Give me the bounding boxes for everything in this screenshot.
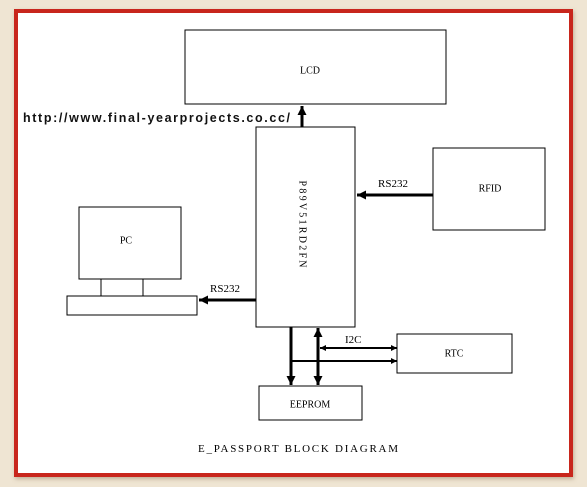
lcd-box — [184, 29, 447, 105]
pc-label: PC — [120, 236, 133, 247]
rtc-block: RTC — [396, 333, 513, 374]
rtc-link-label: I2C — [345, 334, 362, 346]
lcd-label: LCD — [300, 66, 320, 77]
pc-stand — [100, 278, 144, 297]
rtc-label: RTC — [445, 349, 464, 360]
rtc-box — [396, 333, 513, 374]
mcu-block: P89V51RD2FN — [255, 126, 356, 328]
pc-block: PC — [66, 206, 198, 316]
rfid-block: RFID — [432, 147, 546, 231]
eeprom-block: EEPROM — [258, 385, 363, 421]
eeprom-box — [258, 385, 363, 421]
watermark-url: http://www.final-yearprojects.co.cc/ — [23, 111, 291, 125]
eeprom-label: EEPROM — [290, 400, 331, 411]
diagram-caption: E_PASSPORT BLOCK DIAGRAM — [198, 443, 398, 455]
pc-link-label: RS232 — [210, 283, 240, 295]
lcd-block: LCD — [184, 29, 447, 105]
rfid-label: RFID — [479, 184, 502, 195]
pc-monitor — [78, 206, 182, 280]
mcu-label: P89V51RD2FN — [297, 181, 308, 268]
pc-keyboard — [66, 295, 198, 316]
rfid-link-label: RS232 — [378, 178, 408, 190]
rfid-box — [432, 147, 546, 231]
mcu-box — [255, 126, 356, 328]
